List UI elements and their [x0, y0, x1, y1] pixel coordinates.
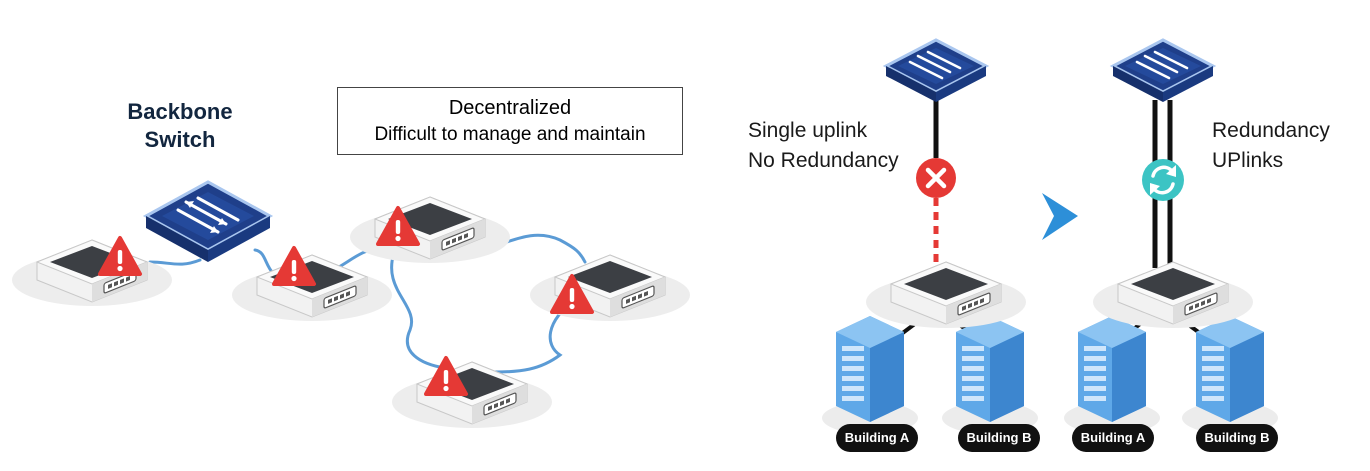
backbone-switch-icon: [144, 180, 272, 264]
access-switch-left: [11, 239, 173, 307]
error-icon: [916, 158, 956, 198]
building-a-badge: Building A: [836, 424, 918, 452]
link-top-to-bottom: [390, 248, 447, 370]
building-b-badge: Building B: [1196, 424, 1278, 452]
access-switch-top: [349, 196, 511, 264]
decentralized-note: Decentralized Difficult to manage and ma…: [337, 87, 683, 155]
core-switch-single-icon: [884, 38, 988, 104]
chevron-right-icon: [1042, 193, 1078, 240]
building-icon: [1064, 316, 1160, 434]
core-switch-redundant-icon: [1111, 38, 1215, 104]
backbone-switch-label: Backbone Switch: [110, 98, 250, 154]
building-b-badge: Building B: [958, 424, 1040, 452]
access-switch-bottom: [391, 361, 553, 429]
single-label-line1: Single uplink: [748, 119, 868, 142]
link-core-to-left-switch: [148, 258, 202, 266]
sync-icon: [1142, 159, 1184, 201]
link-right-to-bottom: [493, 298, 577, 374]
redundant-label-line1: Redundancy: [1212, 119, 1330, 142]
backbone-label-text: Backbone Switch: [127, 99, 233, 152]
redundancy-uplinks-label: Redundancy UPlinks: [1212, 116, 1330, 176]
access-switch-center: [231, 254, 393, 322]
access-switch-single: [865, 261, 1027, 329]
building-icon: [1182, 316, 1278, 434]
note-text: Difficult to manage and maintain: [374, 124, 646, 145]
redundant-label-line2: UPlinks: [1212, 149, 1284, 172]
single-uplink-label: Single uplink No Redundancy: [748, 116, 899, 176]
single-label-line2: No Redundancy: [748, 149, 899, 172]
building-a-badge: Building A: [1072, 424, 1154, 452]
note-title: Decentralized: [448, 97, 572, 119]
building-icon: [822, 316, 918, 434]
building-icon: [942, 316, 1038, 434]
access-switch-redundant: [1092, 261, 1254, 329]
